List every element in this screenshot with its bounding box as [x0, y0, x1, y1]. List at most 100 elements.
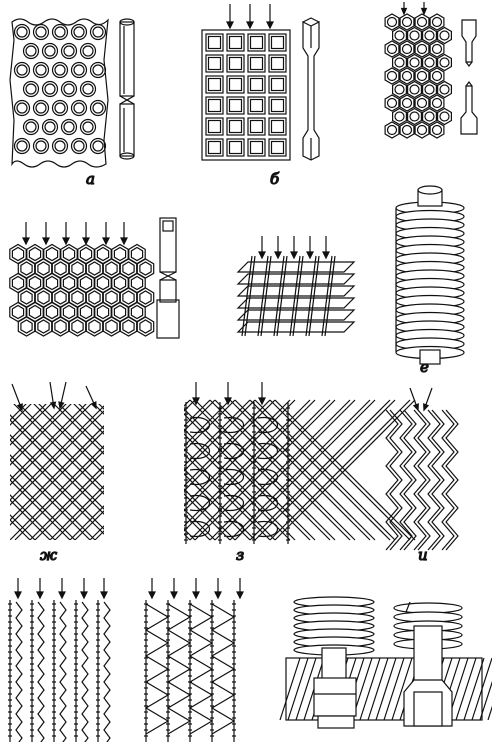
- hex-cell-inner: [45, 304, 59, 320]
- wall-hatch: [287, 657, 309, 721]
- hex-tube-bore: [431, 16, 443, 28]
- hex-tube-bore: [401, 124, 413, 136]
- hex-cell-inner: [45, 275, 59, 291]
- square-cell-outer: [268, 75, 287, 94]
- hex-tube-bore: [431, 124, 443, 136]
- tube-outer: [41, 80, 59, 98]
- wall-hatch: [295, 657, 317, 721]
- square-cell-outer: [205, 54, 224, 73]
- hex-tube-outer: [392, 80, 407, 99]
- hex-cell-inner: [113, 275, 127, 291]
- square-cell-outer: [205, 96, 224, 115]
- hex-tube-outer: [407, 107, 422, 126]
- hex-cell-inner: [54, 261, 67, 276]
- flow-arrow-head: [14, 591, 22, 600]
- flow-arrow-head: [148, 591, 156, 600]
- square-cell-outer: [205, 117, 224, 136]
- panel-j-wavy-strip-channels: [8, 578, 111, 742]
- tube-inner: [63, 83, 75, 95]
- fin-rod: [305, 255, 317, 337]
- tube-inner: [73, 140, 85, 152]
- hex-cell-inner: [62, 304, 76, 320]
- hex-tube-bore: [416, 97, 428, 109]
- fin-rod: [257, 255, 269, 337]
- hex-cell-inner: [96, 246, 110, 262]
- square-cell-inner: [249, 35, 264, 50]
- hex-tube-outer: [399, 94, 415, 112]
- tube-outer: [70, 99, 88, 117]
- hex-tube-bore: [439, 30, 450, 41]
- hex-cell-inner: [20, 290, 33, 305]
- panel-b-label: б: [270, 170, 280, 188]
- hex-tube-outer: [422, 26, 437, 45]
- hex-tube-outer: [399, 40, 415, 58]
- hex-tube-outer: [384, 40, 400, 58]
- tube-inner: [92, 26, 104, 38]
- serpentine-fin: [257, 416, 278, 434]
- lattice-bar: [0, 399, 111, 511]
- hex-tube-bore: [386, 97, 398, 109]
- fin-rod: [273, 255, 285, 337]
- square-cell-inner: [228, 35, 243, 50]
- tube-inner: [16, 140, 28, 152]
- hex-tube-bore: [401, 70, 413, 82]
- flow-arrow-head: [420, 7, 428, 16]
- square-tube-lower: [156, 299, 180, 339]
- hex-cell-inner: [71, 261, 84, 276]
- flow-arrow-head: [236, 591, 244, 600]
- serpentine-fin: [257, 468, 278, 486]
- hex-tube-outer: [429, 40, 445, 58]
- panel-e-plate-fin-stack: [236, 236, 356, 337]
- hex-tube-outer: [414, 67, 430, 85]
- wavy-strip: [427, 409, 441, 551]
- tube-outer: [22, 80, 40, 98]
- hex-tube-bore: [416, 16, 428, 28]
- tube-outer: [32, 99, 50, 117]
- hex-tube-outer: [429, 13, 445, 31]
- square-cell-inner: [270, 77, 285, 92]
- hex-cell-inner: [20, 261, 33, 276]
- hex-cell-inner: [79, 246, 93, 262]
- hex-cell-inner: [130, 246, 144, 262]
- hex-cell-inner: [122, 319, 135, 334]
- hex-tube-outer: [422, 107, 437, 126]
- serpentine-fin: [189, 468, 210, 486]
- hex-tube-outer: [414, 40, 430, 58]
- flow-arrow-head: [412, 403, 419, 412]
- hex-tube-bore: [424, 84, 435, 95]
- hex-cell-inner: [122, 261, 135, 276]
- fin-rod: [324, 255, 336, 337]
- square-cell-inner: [249, 98, 264, 113]
- serpentine-fin: [189, 442, 210, 460]
- wavy-strip: [403, 409, 417, 551]
- flow-arrow-head: [192, 397, 200, 406]
- square-cell-inner: [270, 119, 285, 134]
- hex-cell-inner: [37, 290, 50, 305]
- flow-arrow-head: [90, 401, 97, 410]
- tube-outer: [51, 99, 69, 117]
- lattice-bar: [0, 489, 51, 541]
- hex-cell-inner: [122, 290, 135, 305]
- serpentine-fin: [189, 416, 210, 434]
- hex-cell-outer: [51, 316, 70, 337]
- tube-outer: [32, 23, 50, 41]
- lattice-bar: [0, 469, 71, 541]
- mask: [104, 388, 184, 548]
- tube-inner: [35, 102, 47, 114]
- lattice-bar: [0, 399, 56, 456]
- flow-arrow-head: [322, 251, 330, 260]
- wall-hatch: [487, 705, 492, 721]
- lattice-bar: [0, 399, 36, 436]
- hex-tube-outer: [437, 80, 452, 99]
- tube-outer: [60, 80, 78, 98]
- square-cell-inner: [228, 56, 243, 71]
- hex-cell-outer: [102, 316, 121, 337]
- flow-arrow-head: [258, 397, 266, 406]
- wavy-strip: [413, 409, 427, 551]
- panel-b-square-tube-grid: [201, 4, 320, 161]
- lattice-bar: [254, 399, 396, 541]
- hex-tube-bore: [439, 84, 450, 95]
- hex-tube-outer: [399, 13, 415, 31]
- tube-break: [159, 275, 177, 281]
- mask: [0, 380, 110, 404]
